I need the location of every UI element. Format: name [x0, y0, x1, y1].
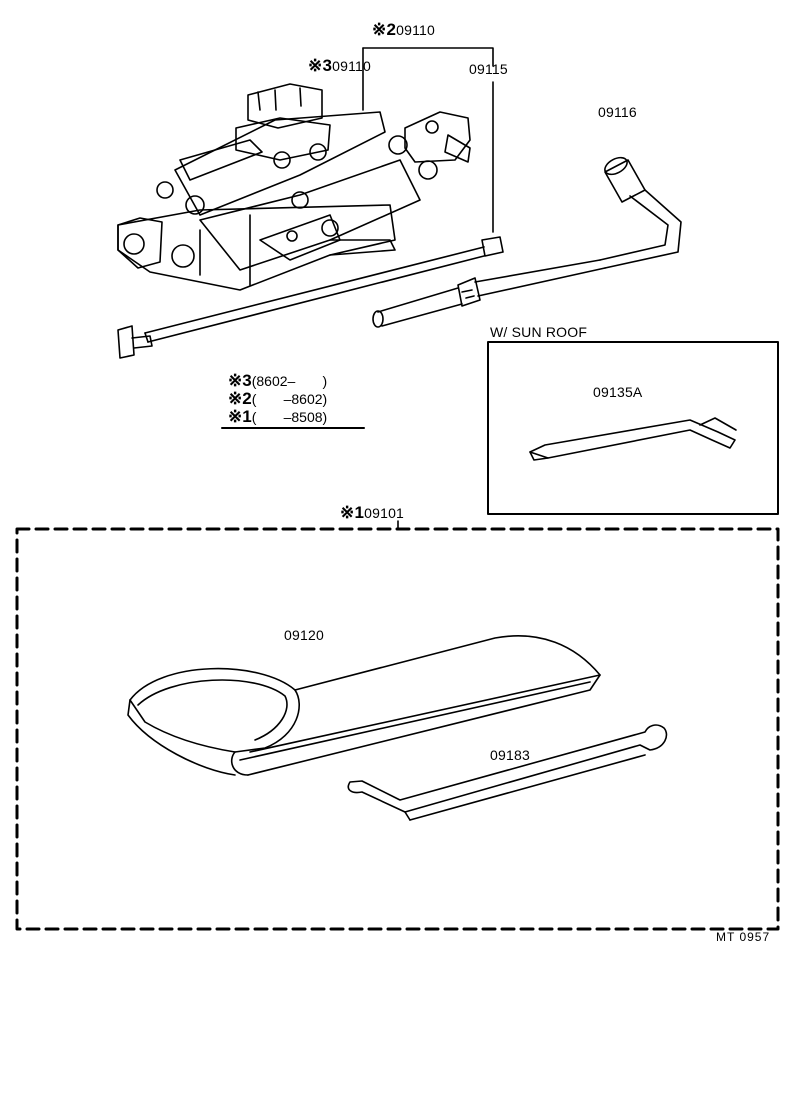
tool-set-number: 09101: [364, 505, 405, 521]
jack-assembly-label: ※209110: [372, 20, 436, 39]
handle-09183-number: 09183: [490, 747, 530, 763]
figure-reference: MT 0957: [716, 930, 771, 944]
jack-sub-mark: ※3: [308, 56, 333, 75]
note-2-range: ( –8602): [251, 391, 328, 407]
jack-handle-number: 09115: [469, 61, 508, 77]
handle-09183-drawing: [347, 724, 668, 821]
note-row-2: ※2( –8602): [228, 390, 327, 408]
jack-assembly-mark: ※2: [372, 20, 397, 39]
sunroof-box-frame: [487, 341, 779, 515]
wheel-wrench-number: 09116: [598, 104, 637, 120]
sunroof-box-title: W/ SUN ROOF: [490, 324, 588, 340]
leader-lines-top: [362, 47, 494, 233]
jack-sub-number: 09110: [332, 58, 372, 74]
tool-bag-drawing: [127, 635, 601, 776]
note-2-mark: ※2: [228, 389, 252, 408]
wheel-wrench-drawing: [372, 156, 682, 328]
sunroof-handle-number: 09135A: [593, 384, 643, 400]
note-row-3: ※1( –8508): [228, 408, 327, 426]
scissor-jack-drawing: [117, 83, 471, 291]
tool-set-frame: [15, 527, 780, 931]
note-1-range: (8602– ): [251, 373, 328, 389]
jack-assembly-number: 09110: [396, 22, 436, 38]
jack-handle-drawing: [117, 236, 504, 359]
note-1-mark: ※3: [228, 371, 252, 390]
note-row-1: ※3(8602– ): [228, 372, 327, 390]
note-3-range: ( –8508): [251, 409, 328, 425]
sunroof-handle-drawing: [529, 417, 737, 461]
note-3-mark: ※1: [228, 407, 252, 426]
tool-bag-number: 09120: [284, 627, 324, 643]
tool-set-label: ※109101: [340, 503, 405, 522]
jack-sub-label: ※309110: [308, 56, 372, 75]
tool-set-mark: ※1: [340, 503, 365, 522]
